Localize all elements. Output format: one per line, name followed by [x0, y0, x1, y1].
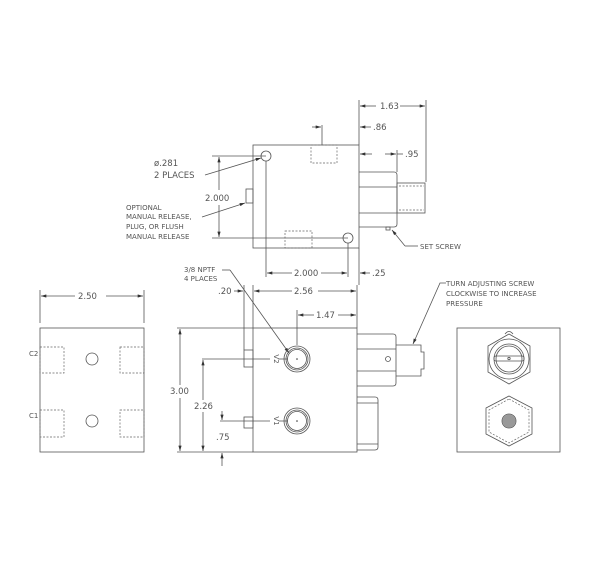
dim-1-47: 1.47	[316, 311, 335, 321]
dim-86: .86	[373, 123, 387, 133]
manual-release-note: PLUG, OR FLUSH	[126, 223, 184, 231]
manual-release-note: MANUAL RELEASE	[126, 233, 189, 241]
dim-3-00: 3.00	[170, 387, 189, 397]
port-v1-label: V1	[272, 416, 280, 425]
hidden-port	[284, 230, 313, 249]
dim-2-26: 2.26	[194, 402, 213, 412]
manual-release-note: OPTIONAL	[126, 204, 162, 212]
dim-1-63: 1.63	[380, 102, 399, 112]
port-v2-label: V2	[272, 354, 280, 363]
set-screw-label: SET SCREW	[420, 243, 461, 251]
hidden-port	[310, 144, 338, 164]
front-view: V2 V1 3.00 2.26 .75 .20 2.56 1.47 TURN	[170, 248, 537, 466]
dim-2-50: 2.50	[78, 292, 97, 302]
adjust-note: CLOCKWISE TO INCREASE	[446, 290, 537, 298]
manual-release-note: MANUAL RELEASE,	[126, 213, 192, 221]
dim-20: .20	[218, 287, 232, 297]
front-body	[252, 327, 358, 453]
adjusting-screw	[396, 182, 426, 214]
dim-95: .95	[405, 150, 419, 160]
dim-2-000-horizontal: 2.000	[294, 269, 318, 279]
manual-release-tab	[245, 188, 254, 204]
adjusting-screw	[396, 344, 425, 377]
port-c1-label: C1	[29, 412, 38, 420]
side-view: C2 C1 2.50	[29, 290, 145, 453]
hole-places: 2 PLACES	[154, 171, 195, 181]
end-body	[456, 327, 561, 453]
cartridge-body	[359, 171, 398, 228]
port-c2-label: C2	[29, 350, 38, 358]
set-screw	[385, 226, 391, 231]
end-view	[456, 327, 561, 453]
port-note: 3/8 NPTF	[184, 266, 215, 274]
dim-2-56: 2.56	[294, 287, 313, 297]
top-view: 1.63 .86 .95 ø.281 2 PLACES 2.000 OPTION…	[126, 100, 461, 279]
dim-25: .25	[372, 269, 386, 279]
lower-cartridge	[357, 396, 379, 451]
adjust-note: TURN ADJUSTING SCREW	[445, 280, 534, 288]
dim-2-000-vertical: 2.000	[205, 194, 229, 204]
side-body	[39, 327, 145, 453]
hole-label: ø.281	[154, 159, 178, 169]
cartridge-body	[357, 333, 397, 387]
dim-75: .75	[216, 433, 230, 443]
port-note: 4 PLACES	[184, 275, 218, 283]
adjust-note: PRESSURE	[446, 300, 483, 308]
